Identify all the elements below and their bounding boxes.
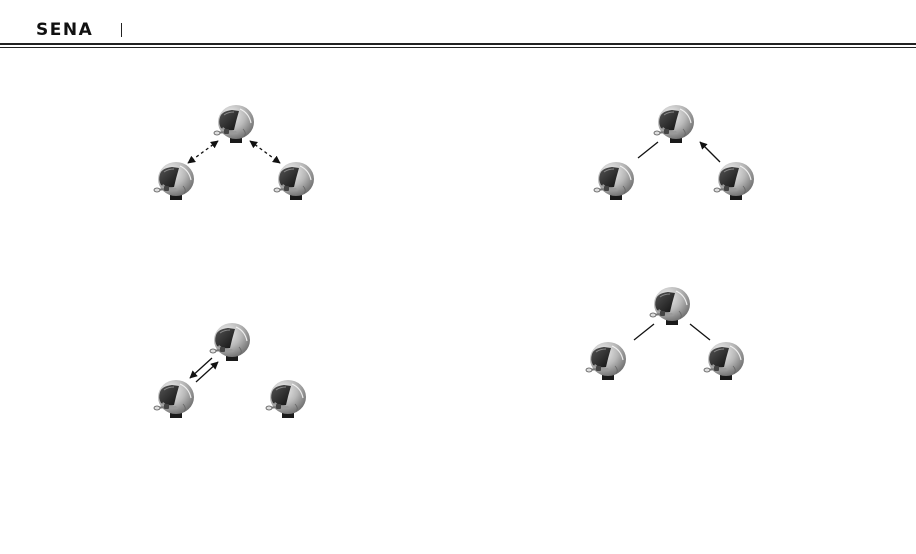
helmet-icon-left bbox=[154, 380, 194, 418]
sena-logo: SENA bbox=[36, 20, 93, 40]
helmet-icon-right bbox=[274, 162, 314, 200]
helmet-icon-left bbox=[594, 162, 634, 200]
intercom-diagram-top-left bbox=[150, 100, 330, 210]
helmet-icon-center bbox=[650, 287, 690, 325]
page-header: SENA bbox=[0, 0, 916, 50]
helmet-icon-right bbox=[704, 342, 744, 380]
arrow-link-right bbox=[700, 142, 720, 162]
intercom-diagram-top-right bbox=[590, 100, 770, 210]
header-rule-thin bbox=[0, 47, 916, 48]
arrow-to-center bbox=[196, 362, 218, 382]
dashed-link-right bbox=[250, 141, 280, 163]
helmet-icon-right bbox=[266, 380, 306, 418]
intercom-diagram-bottom-right bbox=[582, 282, 762, 392]
dashed-link-left bbox=[188, 141, 218, 163]
helmet-icon-center bbox=[654, 105, 694, 143]
intercom-diagram-bottom-left bbox=[150, 318, 330, 428]
link-left bbox=[638, 142, 658, 158]
helmet-icon-center bbox=[214, 105, 254, 143]
arrow-to-left bbox=[190, 358, 212, 378]
helmet-icon-center bbox=[210, 323, 250, 361]
link-right bbox=[690, 324, 710, 340]
logo-separator bbox=[121, 23, 122, 37]
helmet-icon-left bbox=[154, 162, 194, 200]
helmet-icon-left bbox=[586, 342, 626, 380]
helmet-icon-right bbox=[714, 162, 754, 200]
header-rule-thick bbox=[0, 43, 916, 45]
link-left bbox=[634, 324, 654, 340]
